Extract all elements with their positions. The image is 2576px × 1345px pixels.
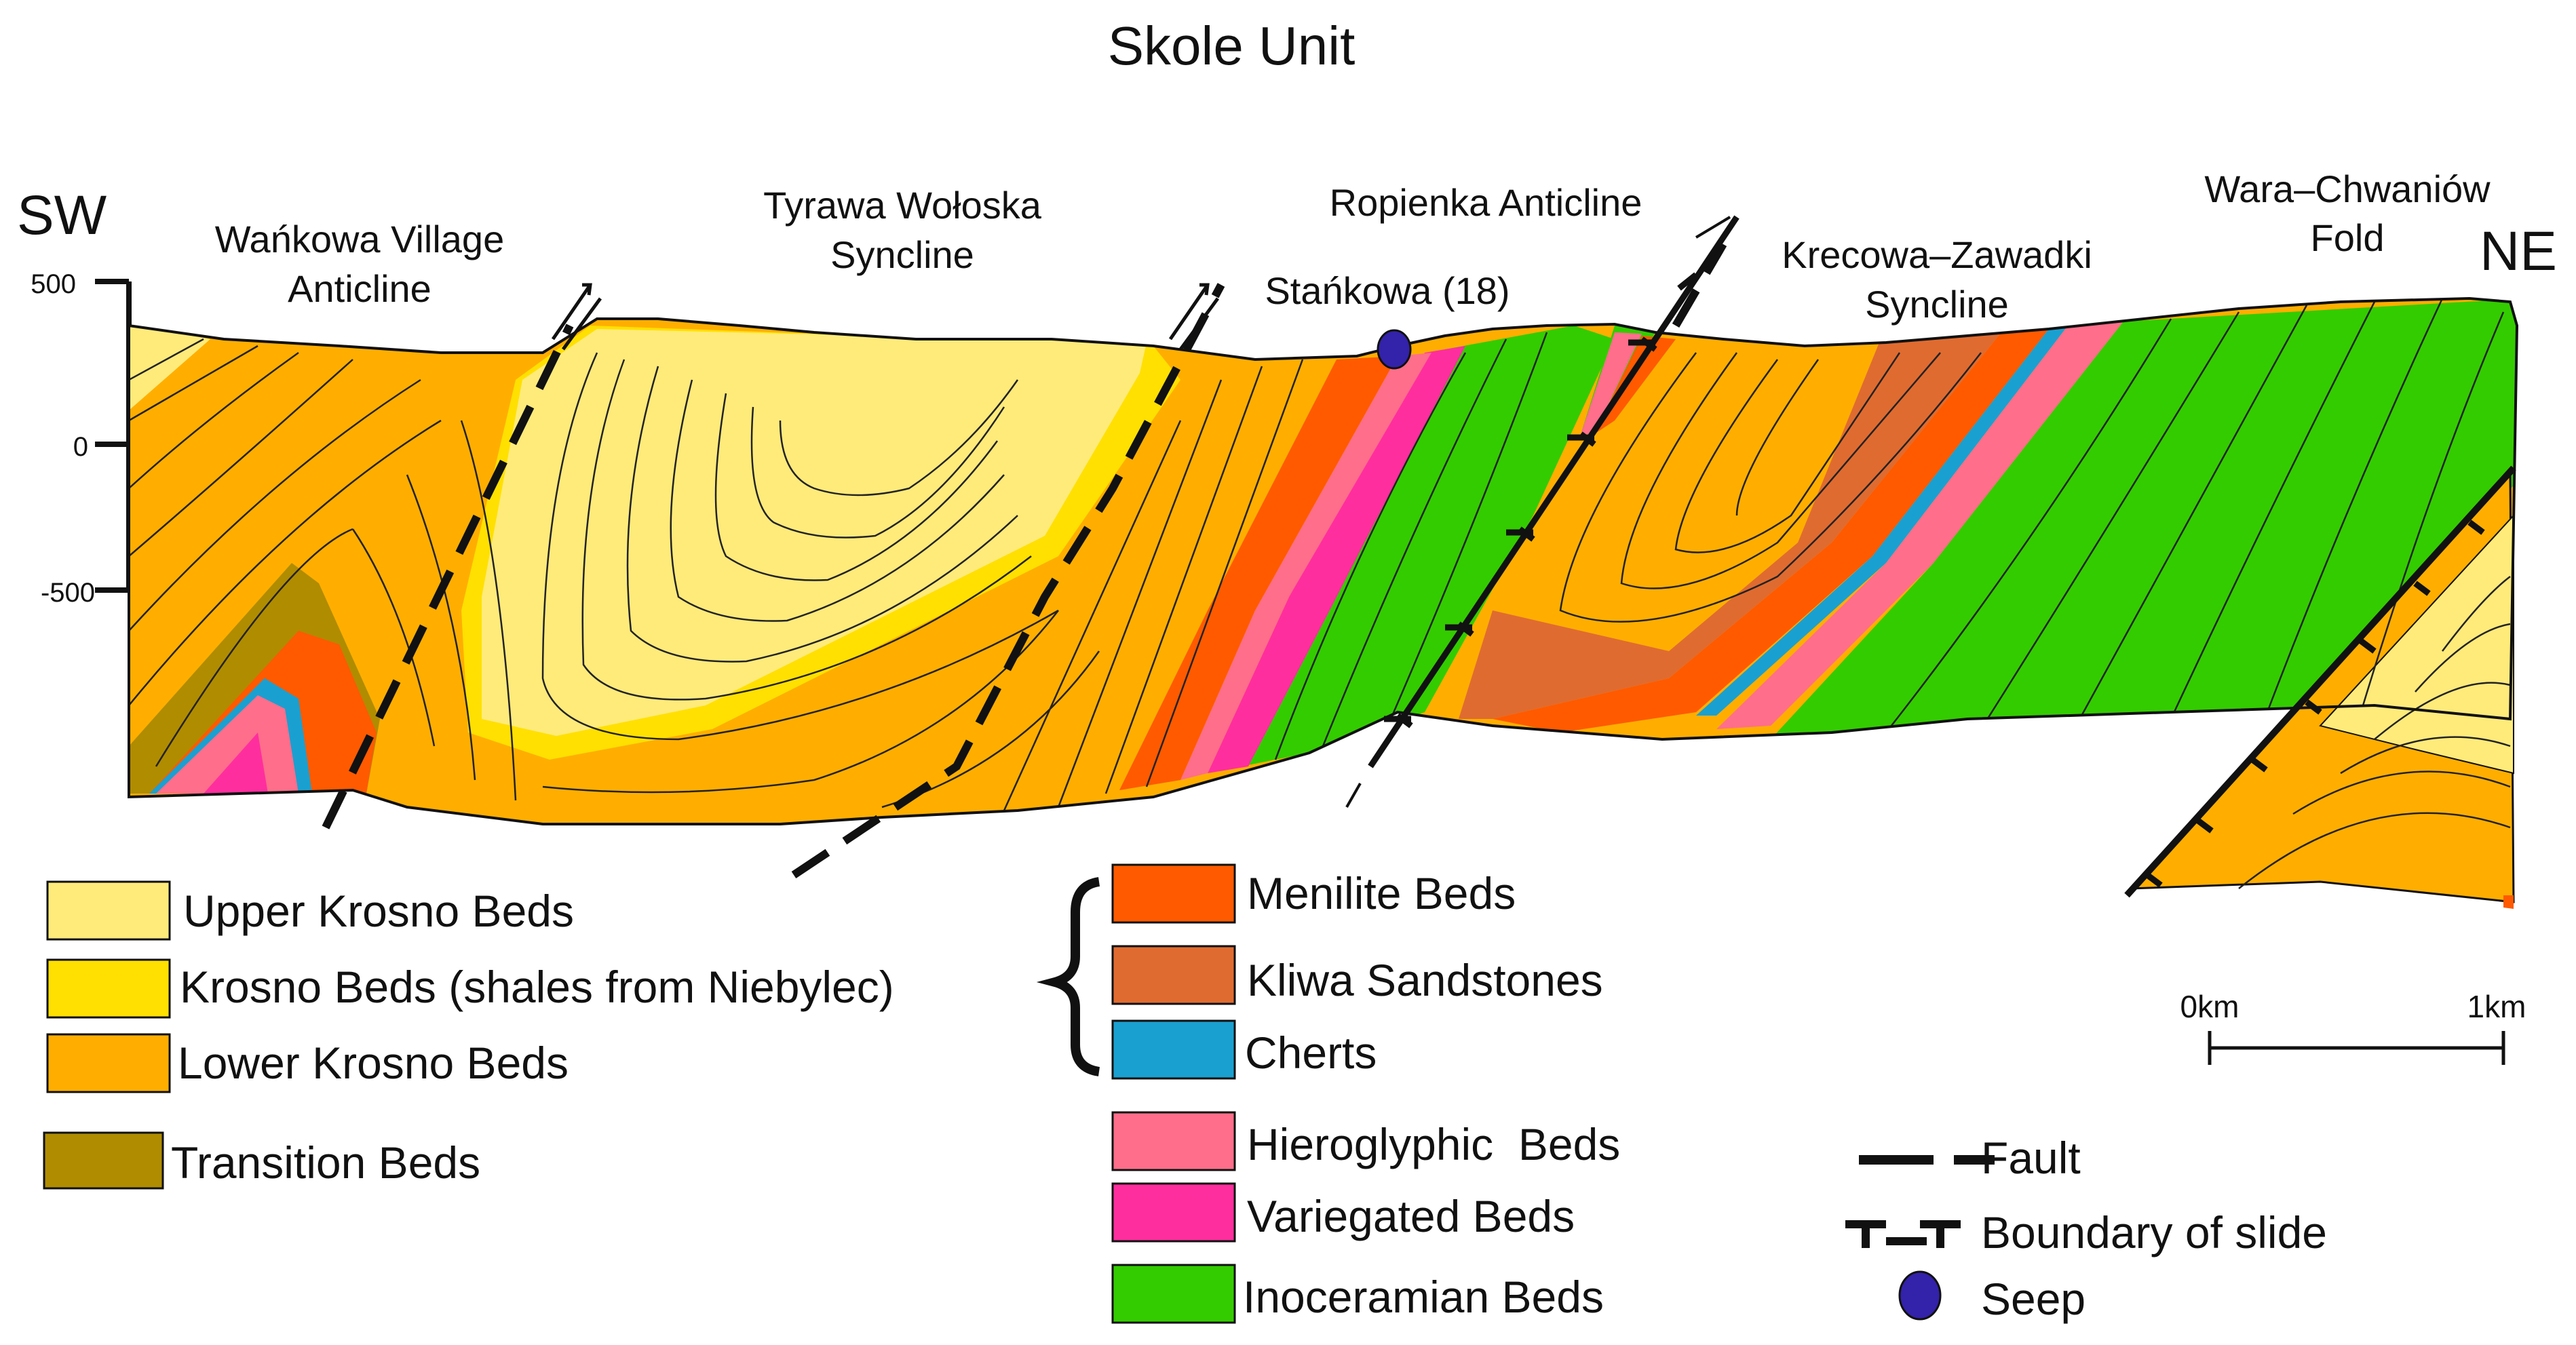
scale-bar-start: 0km — [2180, 989, 2239, 1024]
legend-label-lower-krosno: Lower Krosno Beds — [178, 1038, 569, 1088]
legend-swatch-cherts — [1111, 1019, 1236, 1080]
label-ropienka-anticline: Ropienka Anticline — [1330, 181, 1642, 224]
legend-label-cherts: Cherts — [1245, 1028, 1377, 1078]
legend-seep-symbol — [1898, 1270, 1942, 1321]
wara-slide-bedding — [2238, 576, 2511, 889]
legend-label-upper-krosno: Upper Krosno Beds — [183, 886, 574, 936]
legend-label-variegated: Variegated Beds — [1247, 1191, 1575, 1241]
legend-label-hieroglyphic: Hieroglyphic Beds — [1247, 1119, 1620, 1169]
legend-swatch-kliwa — [1111, 945, 1236, 1005]
legend-label-slide: Boundary of slide — [1981, 1207, 2327, 1258]
seep-marker-stankowa — [1377, 329, 1412, 370]
legend-swatch-lower-krosno — [46, 1033, 171, 1093]
legend-label-inoceramian: Inoceramian Beds — [1243, 1272, 1604, 1322]
legend: Upper Krosno Beds Krosno Beds (shales fr… — [43, 863, 2327, 1324]
label-wara-fold-2: Fold — [2311, 216, 2385, 259]
ropienka-variegated-belt — [1208, 346, 1465, 773]
scale-bar-end: 1km — [2467, 989, 2526, 1024]
faults — [322, 241, 1727, 878]
section-outline — [128, 296, 2519, 825]
legend-swatch-menilite — [1111, 863, 1236, 924]
ropienka-hieroglyphic-belt — [1180, 353, 1431, 780]
depth-tick-0: 0 — [73, 432, 88, 462]
fault-arrows — [551, 283, 1220, 351]
legend-brace — [1036, 877, 1100, 1076]
legend-slide-symbol — [1845, 1220, 1961, 1248]
wara-slide-red-tip — [2503, 895, 2514, 909]
legend-label-seep: Seep — [1981, 1274, 2085, 1324]
fault-tyrawa — [791, 283, 1225, 878]
label-wankowa-anticline-1: Wańkowa Village — [215, 218, 504, 260]
wara-slide-boundary — [2124, 465, 2516, 898]
wankowa-variegated — [204, 733, 268, 794]
legend-label-menilite: Menilite Beds — [1247, 868, 1516, 918]
legend-swatch-hieroglyphic — [1111, 1111, 1236, 1171]
legend-label-kliwa: Kliwa Sandstones — [1247, 955, 1603, 1005]
legend-swatch-upper-krosno — [46, 880, 171, 941]
label-wankowa-anticline-2: Anticline — [288, 267, 431, 310]
label-tyrawa-syncline-2: Syncline — [830, 233, 974, 276]
krecowa-cherts — [1696, 328, 2066, 716]
scale-bar: 0km 1km — [2180, 989, 2526, 1065]
krecowa-hieroglyphic — [1716, 321, 2123, 729]
legend-swatch-krosno-shales — [46, 958, 171, 1019]
legend-swatch-transition — [43, 1131, 164, 1190]
ropienka-thrust — [1345, 215, 1739, 808]
legend-label-transition: Transition Beds — [171, 1137, 480, 1188]
krecowa-menilite — [1493, 329, 2049, 733]
label-krecowa-syncline-1: Krecowa–Zawadki — [1782, 233, 2092, 276]
wankowa-upper-krosno — [129, 319, 210, 434]
wara-slide-block-upper — [2319, 513, 2514, 775]
krecowa-kliwa — [1459, 332, 2001, 719]
bedding-lines — [129, 298, 2505, 811]
hangingwall-menilite — [1594, 336, 1676, 434]
legend-swatch-inoceramian — [1111, 1264, 1236, 1324]
tyrawa-upper-krosno — [482, 329, 1147, 736]
cross-section — [128, 215, 2519, 909]
ropienka-menilite-belt — [1119, 356, 1398, 790]
diagram-title: Skole Unit — [1108, 16, 1356, 76]
ropienka-inoceramian — [1242, 326, 1615, 766]
label-stankowa-seep: Stańkowa (18) — [1265, 269, 1510, 312]
depth-tick-minus-500: -500 — [41, 578, 95, 608]
structure-labels: Wańkowa Village Anticline Tyrawa Wołoska… — [215, 168, 2491, 326]
label-wara-fold-1: Wara–Chwaniów — [2204, 168, 2491, 210]
label-tyrawa-syncline-1: Tyrawa Wołoska — [763, 184, 1042, 227]
fault-wankowa — [322, 324, 574, 830]
direction-ne: NE — [2480, 220, 2557, 282]
legend-label-fault: Fault — [1981, 1133, 2081, 1183]
label-krecowa-syncline-2: Syncline — [1865, 283, 2009, 326]
fault-ropienka-upper — [1672, 241, 1727, 328]
direction-sw: SW — [17, 184, 107, 246]
legend-swatch-variegated — [1111, 1182, 1236, 1243]
krecowa-inoceramian — [1771, 298, 2517, 739]
legend-label-krosno-shales: Krosno Beds (shales from Niebylec) — [180, 962, 894, 1012]
depth-tick-500: 500 — [31, 269, 76, 299]
hangingwall-pink-sliver — [1581, 332, 1642, 434]
